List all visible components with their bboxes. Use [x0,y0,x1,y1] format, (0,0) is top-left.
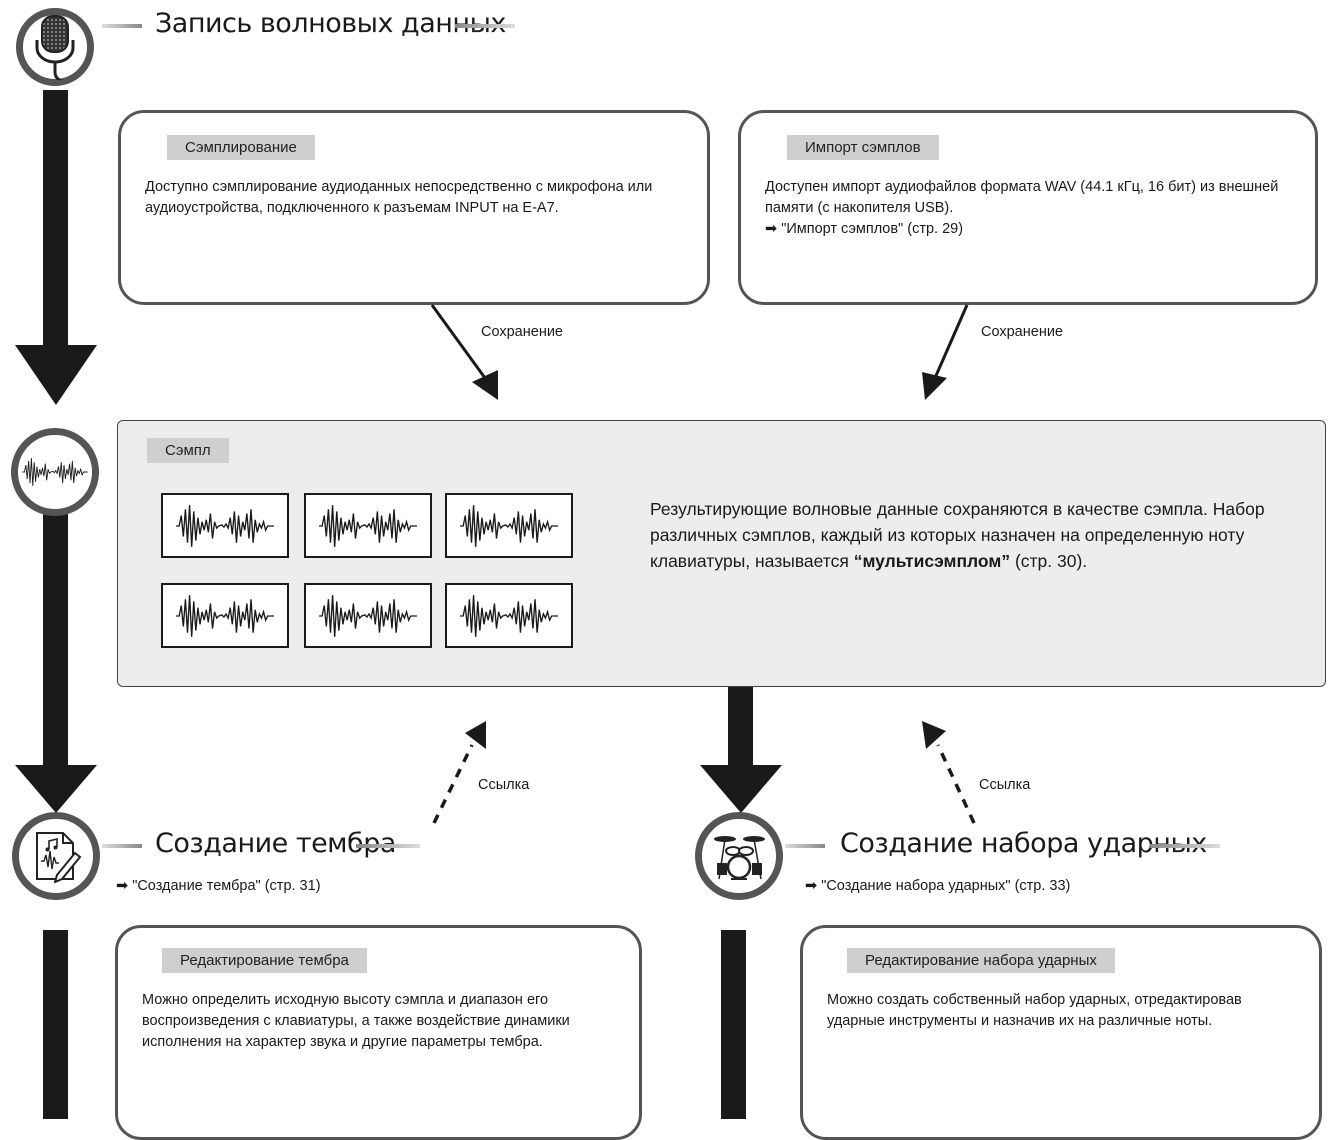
waveform-thumbnail [445,493,573,558]
down-arrow-2 [15,765,97,813]
down-arrow-3 [700,765,782,813]
waveform-icon [11,428,99,516]
tone-line-left [102,844,142,848]
recording-title: Запись волновых данных [155,8,506,39]
save-label-right: Сохранение [981,324,1063,340]
drum-ref: ➡ "Создание набора ударных" (стр. 33) [805,878,1070,894]
tone-edit-box: Редактирование тембра Можно определить и… [115,925,642,1140]
link-label-right: Ссылка [979,777,1031,793]
drum-edit-tag: Редактирование набора ударных [847,948,1115,973]
tone-ref: ➡ "Создание тембра" (стр. 31) [116,878,321,894]
waveform-thumbnail [161,493,289,558]
left-rail-segment-2 [43,470,68,770]
sampling-box: Сэмплирование Доступно сэмплирование ауд… [118,110,710,305]
import-text: Доступен импорт аудиофайлов формата WAV … [765,179,1279,216]
right-rail-segment-2 [721,930,746,1119]
down-arrow-1 [15,345,97,405]
sample-box: Сэмпл Результирующие волновые данные сох… [117,420,1326,687]
header-line-right [455,24,515,28]
drum-ref-text: "Создание набора ударных" (стр. 33) [821,878,1071,894]
multisample-term: “мультисэмплом” [853,551,1011,571]
link-arrow-right [922,721,976,824]
tone-line-right [356,844,420,848]
import-ref-text: "Импорт сэмплов" (стр. 29) [781,221,964,237]
drum-edit-text: Можно создать собственный набор ударных,… [827,992,1242,1029]
link-label-left: Ссылка [478,777,530,793]
waveform-thumbnail [304,493,432,558]
tone-ref-text: "Создание тембра" (стр. 31) [132,878,321,894]
drum-kit-icon [695,812,783,900]
waveform-thumbnail [304,583,432,648]
tone-edit-tag: Редактирование тембра [162,948,367,973]
drum-line-right [1150,844,1220,848]
save-arrow-left [430,304,498,400]
microphone-icon [16,8,94,86]
sample-description: Результирующие волновые данные сохраняют… [650,496,1300,574]
drum-line-left [785,844,825,848]
drum-title: Создание набора ударных [840,828,1207,859]
waveform-thumbnail [445,583,573,648]
right-arrow-icon: ➡ [765,221,778,237]
link-arrow-left [432,721,486,824]
save-label-left: Сохранение [481,324,563,340]
import-ref: ➡ "Импорт сэмплов" (стр. 29) [765,219,963,240]
sample-text-part2: (стр. 30). [1010,551,1088,571]
right-rail-segment-1 [728,685,753,770]
drum-edit-box: Редактирование набора ударных Можно созд… [800,925,1322,1140]
right-arrow-icon: ➡ [116,878,129,894]
right-arrow-icon: ➡ [805,878,818,894]
import-box: Импорт сэмплов Доступен импорт аудиофайл… [738,110,1318,305]
import-tag: Импорт сэмплов [787,135,939,160]
sample-tag: Сэмпл [147,438,229,463]
tone-edit-text: Можно определить исходную высоту сэмпла … [142,992,570,1050]
tone-edit-icon [12,812,100,900]
sampling-tag: Сэмплирование [167,135,315,160]
tone-title: Создание тембра [155,828,396,859]
sampling-text: Доступно сэмплирование аудиоданных непос… [145,179,653,216]
header-line-left [102,24,142,28]
sample-text-part1: Результирующие волновые данные сохраняют… [650,499,1265,571]
left-rail-segment-3 [43,930,68,1119]
waveform-thumbnail [161,583,289,648]
save-arrow-right [922,304,969,400]
left-rail-segment-1 [43,90,68,348]
